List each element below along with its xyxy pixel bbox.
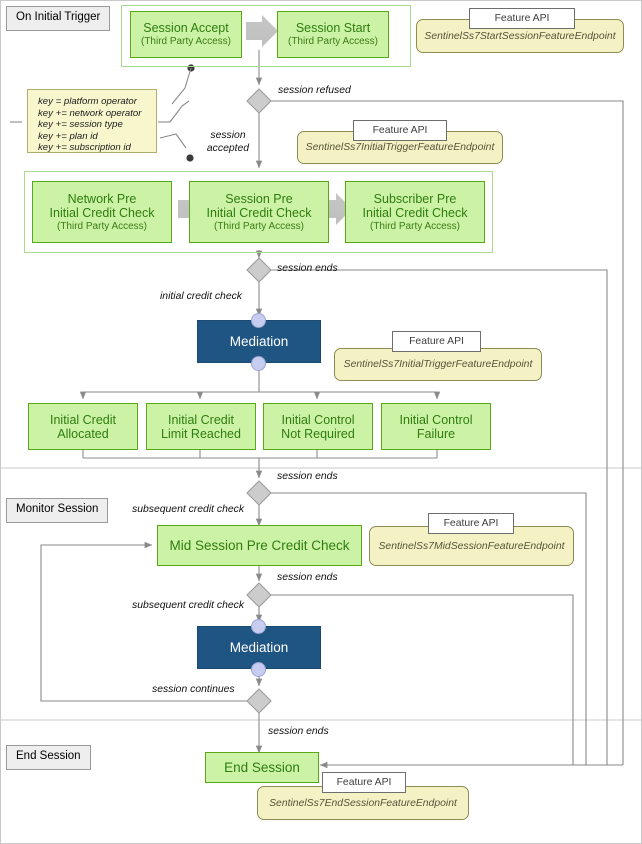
node-initial-credit-limit-line2: Limit Reached [161,426,241,441]
feature-api-initial-trigger-mediation-endpoint: SentinelSs7InitialTriggerFeatureEndpoint [343,359,533,370]
node-end-session[interactable]: End Session [205,752,319,783]
node-initial-credit-limit-reached[interactable]: Initial Credit Limit Reached [146,403,256,450]
node-initial-control-not-required[interactable]: Initial Control Not Required [263,403,373,450]
edge-label-session-ends-1: session ends [277,263,338,274]
node-session-pre-line1: Session Pre [225,191,293,206]
node-session-accept-title: Session Accept [143,21,229,35]
node-initial-control-failure-line2: Failure [416,426,456,441]
node-mediation-mid-label: Mediation [229,640,289,655]
node-session-pre-subtitle: (Third Party Access) [213,220,305,232]
node-session-start[interactable]: Session Start (Third Party Access) [277,11,389,58]
lane-label-end-session: End Session [6,745,91,770]
node-initial-credit-limit-line1: Initial Credit [168,412,234,427]
node-session-pre-line2: Initial Credit Check [206,205,312,220]
node-mid-session-pre-credit-check-label: Mid Session Pre Credit Check [169,537,350,553]
mediation-initial-top-port-icon [251,313,266,328]
node-mid-session-pre-credit-check[interactable]: Mid Session Pre Credit Check [157,525,362,566]
feature-api-mid-session-tab: Feature API [428,513,514,534]
edge-label-subsequent-credit-check-2: subsequent credit check [132,600,245,611]
key-note-line-2: key += network operator [38,107,142,119]
edge-label-session-accepted-line2: accepted [206,143,250,154]
node-network-pre-line1: Network Pre [67,191,137,206]
node-initial-credit-allocated[interactable]: Initial Credit Allocated [28,403,138,450]
node-subscriber-pre-initial-credit-check[interactable]: Subscriber Pre Initial Credit Check (Thi… [345,181,485,243]
feature-api-end-session-endpoint: SentinelSs7EndSessionFeatureEndpoint [269,797,457,809]
edge-label-subsequent-credit-check-1: subsequent credit check [132,504,245,515]
node-initial-control-failure[interactable]: Initial Control Failure [381,403,491,450]
node-subscriber-pre-line1: Subscriber Pre [373,191,457,206]
node-initial-control-not-required-line2: Not Required [281,426,355,441]
feature-api-initial-trigger-top-endpoint: SentinelSs7InitialTriggerFeatureEndpoint [305,142,495,153]
node-session-start-subtitle: (Third Party Access) [287,36,379,47]
feature-api-initial-trigger-mediation-tab: Feature API [392,331,481,352]
node-initial-credit-allocated-line2: Allocated [57,426,109,441]
feature-api-initial-trigger-mediation-body: SentinelSs7InitialTriggerFeatureEndpoint [334,348,542,381]
node-subscriber-pre-line2: Initial Credit Check [362,205,468,220]
lane-label-on-initial-trigger: On Initial Trigger [6,6,111,31]
mediation-mid-bottom-port-icon [251,662,266,677]
node-initial-credit-allocated-line1: Initial Credit [50,412,116,427]
key-note-line-5: key += subscription id [38,142,131,154]
node-network-pre-subtitle: (Third Party Access) [56,220,148,232]
edge-label-session-ends-3: session ends [277,572,338,583]
node-session-accept[interactable]: Session Accept (Third Party Access) [130,11,242,58]
feature-api-start-session-endpoint: SentinelSs7StartSessionFeatureEndpoint [424,30,616,42]
node-subscriber-pre-subtitle: (Third Party Access) [369,220,461,232]
mediation-mid-top-port-icon [251,619,266,634]
mediation-initial-bottom-port-icon [251,356,266,371]
feature-api-end-session-tab-label: Feature API [336,777,392,788]
key-note-line-4: key += plan id [38,130,98,142]
node-session-pre-initial-credit-check[interactable]: Session Pre Initial Credit Check (Third … [189,181,329,243]
edge-label-session-continues: session continues [152,684,235,695]
feature-api-start-session-tab: Feature API [469,8,575,29]
node-session-accept-subtitle: (Third Party Access) [140,36,232,47]
feature-api-initial-trigger-top-tab-label: Feature API [372,125,428,136]
node-end-session-label: End Session [224,759,300,775]
feature-api-end-session-tab: Feature API [322,772,406,793]
feature-api-mid-session-endpoint: SentinelSs7MidSessionFeatureEndpoint [378,540,565,552]
node-session-start-title: Session Start [295,21,371,35]
key-note-line-1: key = platform operator [38,96,137,107]
key-assignment-note: key = platform operator key += network o… [27,89,157,153]
node-network-pre-initial-credit-check[interactable]: Network Pre Initial Credit Check (Third … [32,181,172,243]
key-note-line-3: key += session type [38,119,123,131]
feature-api-mid-session-tab-label: Feature API [443,518,499,529]
edge-label-initial-credit-check: initial credit check [160,291,243,302]
edge-label-session-ends-2: session ends [277,471,338,482]
feature-api-initial-trigger-top-tab: Feature API [353,120,447,141]
node-initial-control-not-required-line1: Initial Control [281,412,355,427]
node-initial-control-failure-line1: Initial Control [399,412,473,427]
feature-api-initial-trigger-mediation-tab-label: Feature API [409,336,464,347]
node-network-pre-line2: Initial Credit Check [49,205,155,220]
node-mediation-initial-label: Mediation [229,334,289,349]
lane-label-monitor-session: Monitor Session [6,498,109,523]
edge-label-session-refused: session refused [278,85,351,96]
feature-api-start-session-tab-label: Feature API [494,13,550,24]
edge-label-session-accepted-line1: session [210,130,246,141]
edge-label-session-ends-4: session ends [268,726,329,737]
